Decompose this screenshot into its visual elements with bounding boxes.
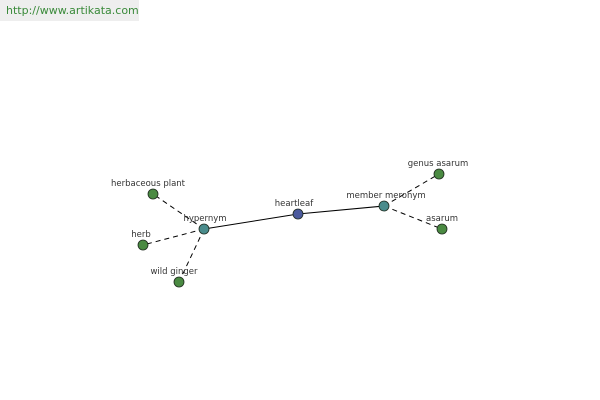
node-heartleaf[interactable]: heartleaf: [275, 199, 314, 220]
node-herbaceous-plant-dot[interactable]: [147, 188, 159, 200]
node-member-meronym[interactable]: member meronym: [346, 191, 426, 212]
node-member-meronym-label: member meronym: [346, 191, 425, 201]
node-wild-ginger[interactable]: wild ginger: [150, 267, 198, 288]
node-asarum-label: asarum: [426, 214, 458, 224]
source-url-banner: http://www.artikata.com: [0, 0, 139, 21]
edge-heartleaf-hypernym: [203, 213, 299, 230]
edge-hypernym-herb: [142, 228, 205, 246]
node-herbaceous-plant-label: herbaceous plant: [111, 179, 186, 189]
node-genus-asarum-label: genus asarum: [408, 159, 469, 169]
node-herb-dot[interactable]: [137, 239, 149, 251]
node-genus-asarum[interactable]: genus asarum: [408, 159, 469, 180]
node-member-meronym-dot[interactable]: [378, 200, 390, 212]
edge-member-meronym-asarum: [383, 205, 443, 230]
node-genus-asarum-dot[interactable]: [433, 168, 445, 180]
node-herb-label: herb: [131, 230, 151, 240]
node-hypernym[interactable]: hypernym: [183, 214, 227, 235]
edge-member-meronym-genus-asarum: [383, 173, 440, 207]
node-hypernym-label: hypernym: [183, 214, 226, 224]
edge-hypernym-wild-ginger: [178, 228, 205, 283]
node-heartleaf-dot[interactable]: [292, 208, 304, 220]
node-heartleaf-label: heartleaf: [275, 199, 314, 209]
edge-heartleaf-member-meronym: [297, 205, 385, 215]
graph-edges: [142, 173, 443, 283]
node-asarum[interactable]: asarum: [426, 214, 458, 235]
node-herb[interactable]: herb: [131, 230, 151, 251]
graph-nodes: heartleaf hypernym member meronym herbac…: [111, 159, 469, 288]
node-hypernym-dot[interactable]: [198, 223, 210, 235]
node-wild-ginger-label: wild ginger: [150, 267, 198, 277]
node-wild-ginger-dot[interactable]: [173, 276, 185, 288]
node-asarum-dot[interactable]: [436, 223, 448, 235]
edge-hypernym-herbaceous-plant: [152, 193, 205, 230]
node-herbaceous-plant[interactable]: herbaceous plant: [111, 179, 186, 200]
source-url-link[interactable]: http://www.artikata.com: [6, 4, 139, 17]
